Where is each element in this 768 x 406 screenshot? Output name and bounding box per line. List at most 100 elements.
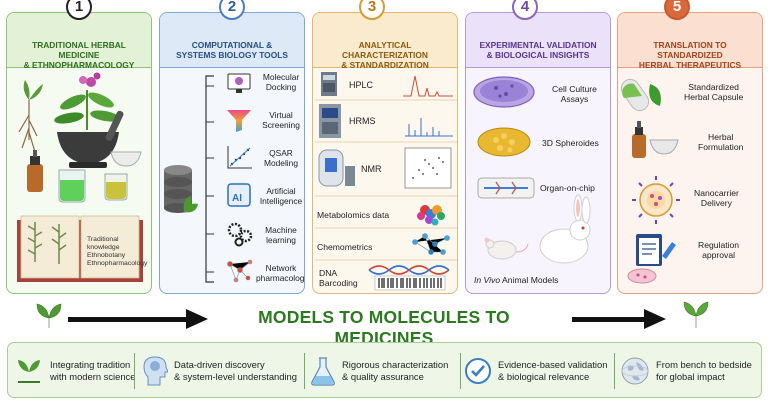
panel-title: TRADITIONAL HERBAL MEDICINE & ETHNOPHARM… bbox=[11, 40, 147, 70]
cell-culture-dish-icon bbox=[473, 76, 535, 108]
bowl-icon bbox=[649, 139, 679, 155]
hrms-instrument-icon bbox=[319, 104, 341, 138]
panel-experimental-validation: EXPERIMENTAL VALIDATION & BIOLOGICAL INS… bbox=[465, 12, 611, 294]
output-line: Formulation bbox=[698, 142, 744, 152]
in-vivo-italic: In Vivo bbox=[474, 275, 501, 285]
summary-divider bbox=[304, 353, 305, 389]
herbal-illustration bbox=[17, 72, 143, 282]
dropper-bottle-icon bbox=[27, 150, 43, 192]
tool-line: Docking bbox=[265, 82, 297, 92]
summary-line: for global impact bbox=[656, 371, 725, 382]
output-line: Nanocarrier bbox=[694, 188, 739, 198]
dropper-bottle-icon bbox=[632, 121, 646, 158]
leaf-icon bbox=[36, 303, 62, 328]
summary-text: Evidence-based validation& biological re… bbox=[498, 359, 607, 383]
step-number: 4 bbox=[520, 0, 530, 15]
funnel-icon bbox=[227, 110, 251, 132]
seedling-hand-icon bbox=[18, 360, 40, 383]
animal-models-text: Animal Models bbox=[500, 275, 559, 285]
book-text: Traditional knowledge Ethnobotany Ethnop… bbox=[87, 236, 147, 268]
brain-head-icon bbox=[143, 356, 168, 386]
title-line: & STANDARDIZATION bbox=[341, 60, 429, 70]
panel-analytical-characterization: ANALYTICAL CHARACTERIZATION & STANDARDIZ… bbox=[312, 12, 458, 294]
output-line: Delivery bbox=[700, 198, 732, 208]
database-icon bbox=[164, 165, 198, 213]
summary-text: Rigorous characterization& quality assur… bbox=[342, 359, 448, 383]
model-label-spheroids: 3D Spheroides bbox=[542, 138, 599, 148]
spheroid-icon bbox=[477, 127, 531, 157]
flow-arrow-line bbox=[572, 317, 646, 322]
panel-title: COMPUTATIONAL & SYSTEMS BIOLOGY TOOLS bbox=[164, 40, 300, 60]
panel-header: TRANSLATION TO STANDARDIZED HERBAL THERA… bbox=[618, 13, 762, 70]
book-line: Ethnobotany bbox=[87, 252, 126, 259]
book-line: Ethnopharmacology bbox=[87, 260, 148, 267]
title-line: & BIOLOGICAL INSIGHTS bbox=[486, 50, 590, 60]
output-line: Herbal bbox=[708, 132, 734, 142]
network-icon bbox=[227, 259, 253, 283]
method-line: Barcoding bbox=[319, 278, 358, 288]
panel-title: ANALYTICAL CHARACTERIZATION & STANDARDIZ… bbox=[317, 40, 453, 70]
scatter-plot-icon bbox=[227, 146, 252, 169]
summary-divider bbox=[460, 353, 461, 389]
step-number: 2 bbox=[227, 0, 237, 15]
nanocarrier-icon bbox=[632, 176, 680, 224]
bowl-icon bbox=[110, 151, 142, 167]
validation-illustration bbox=[473, 76, 591, 264]
panel-body: Traditional knowledge Ethnobotany Ethnop… bbox=[7, 70, 151, 293]
document-clipboard-icon bbox=[636, 234, 676, 266]
panel-header: EXPERIMENTAL VALIDATION & BIOLOGICAL INS… bbox=[466, 13, 610, 68]
method-label-hrms: HRMS bbox=[349, 116, 376, 126]
ai-chip-icon bbox=[227, 183, 251, 207]
title-line: EXPERIMENTAL VALIDATION bbox=[479, 40, 597, 50]
mouse-icon bbox=[484, 237, 529, 260]
monitor-icon bbox=[227, 73, 251, 93]
tool-line: Machine bbox=[265, 225, 297, 235]
petri-dish-icon bbox=[627, 268, 657, 284]
title-line: COMPUTATIONAL & bbox=[191, 40, 273, 50]
chromatogram-icon bbox=[403, 75, 453, 97]
title-line: HERBAL THERAPEUTICS bbox=[638, 60, 742, 70]
mortar-pestle-icon bbox=[57, 110, 124, 168]
summary-line: & quality assurance bbox=[342, 371, 424, 382]
barcode-icon bbox=[374, 275, 446, 291]
summary-line: & biological relevance bbox=[498, 371, 590, 382]
summary-line: Data-driven discovery bbox=[174, 359, 265, 370]
root-icon bbox=[18, 100, 38, 153]
globe-icon bbox=[621, 357, 649, 385]
capsule-icon bbox=[620, 78, 661, 112]
title-line: SYSTEMS BIOLOGY TOOLS bbox=[176, 50, 288, 60]
nmr-instrument-icon bbox=[318, 149, 355, 187]
step-badge: 3 bbox=[359, 0, 385, 20]
method-label-chemometrics: Chemometrics bbox=[317, 242, 373, 252]
panel-header: COMPUTATIONAL & SYSTEMS BIOLOGY TOOLS bbox=[160, 13, 304, 68]
step-badge: 2 bbox=[219, 0, 245, 20]
tools-illustration bbox=[164, 73, 253, 283]
model-line: Cell Culture bbox=[552, 84, 597, 94]
tool-line: learning bbox=[266, 235, 296, 245]
step-number: 3 bbox=[367, 0, 377, 15]
seedling-icon bbox=[683, 301, 709, 328]
book-line: knowledge bbox=[87, 244, 120, 251]
method-label-metabolomics: Metabolomics data bbox=[317, 210, 390, 220]
tool-line: Modeling bbox=[264, 158, 298, 168]
step-badge: 1 bbox=[66, 0, 92, 20]
model-line: Assays bbox=[560, 94, 589, 104]
flow-arrowhead bbox=[644, 309, 666, 329]
output-line: Herbal Capsule bbox=[684, 92, 744, 102]
panel-body: HPLC HRMS NMR Metabolomics data Chemomet… bbox=[313, 70, 457, 293]
panel-translation: TRANSLATION TO STANDARDIZED HERBAL THERA… bbox=[617, 12, 763, 294]
summary-line: Evidence-based validation bbox=[498, 359, 608, 370]
